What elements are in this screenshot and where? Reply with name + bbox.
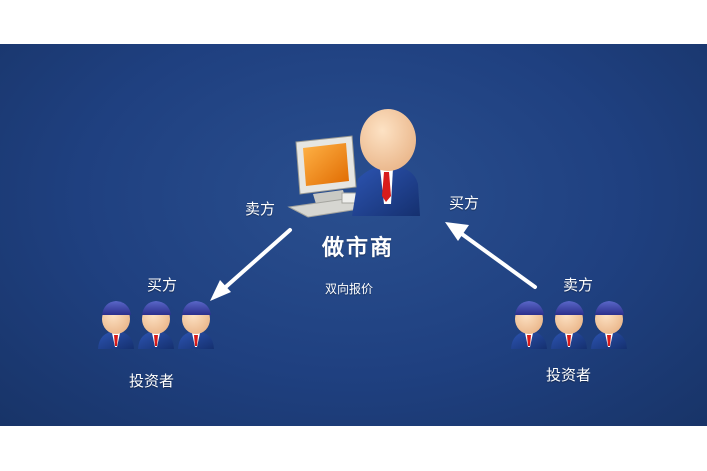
person-icon — [352, 109, 420, 216]
right-investor-group-icon — [511, 301, 627, 349]
right-investor-label: 投资者 — [546, 366, 592, 384]
investor-icon — [178, 301, 214, 349]
investor-icon — [138, 301, 174, 349]
left-arrow-label: 卖方 — [245, 200, 276, 218]
diagram-panel: 做市商 双向报价 卖方 买方 投资者 买方 卖方 投资者 — [0, 44, 707, 426]
market-maker-title: 做市商 — [322, 236, 395, 261]
left-investor-group-icon — [98, 301, 214, 349]
right-arrow-label: 买方 — [449, 194, 480, 212]
investor-icon — [98, 301, 134, 349]
investor-icon — [591, 301, 627, 349]
left-investor-label: 投资者 — [129, 372, 175, 390]
investor-icon — [511, 301, 547, 349]
investor-icon — [551, 301, 587, 349]
right-group-label: 卖方 — [563, 276, 594, 294]
left-group-label: 买方 — [147, 276, 178, 294]
diagram-canvas — [98, 109, 627, 349]
two-way-quote-label: 双向报价 — [325, 282, 374, 296]
arrow-left — [210, 228, 292, 301]
arrow-right — [445, 222, 537, 289]
computer-icon — [287, 135, 374, 218]
